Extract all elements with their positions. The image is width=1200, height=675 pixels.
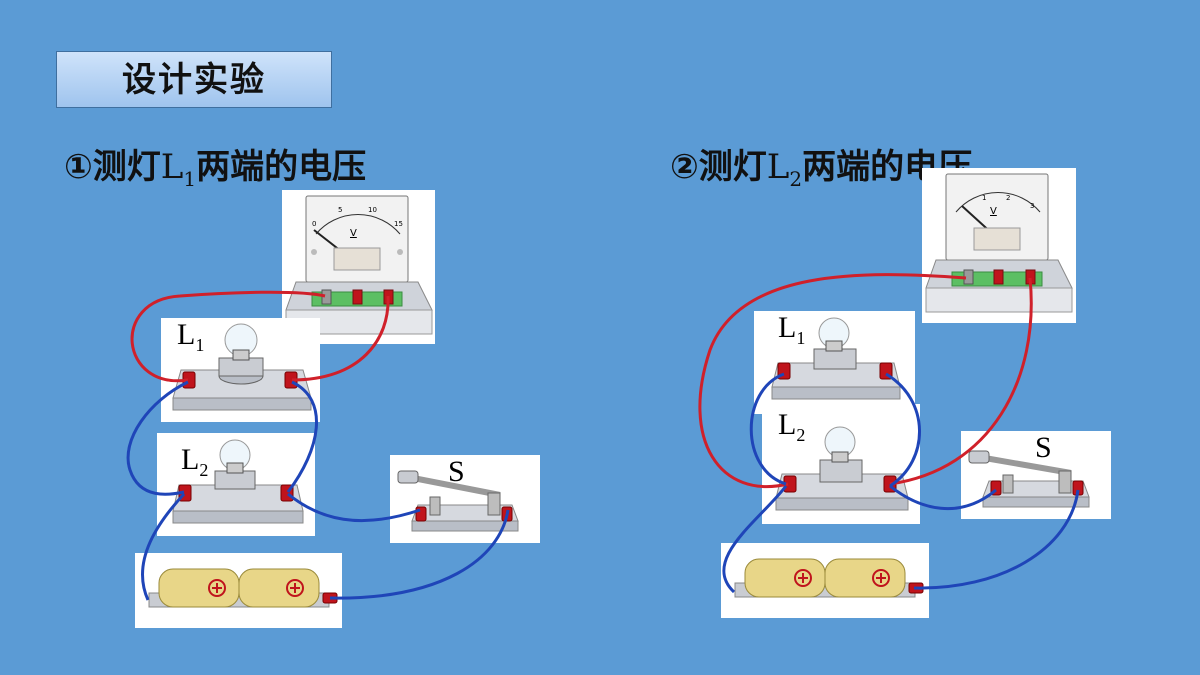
left-battery (135, 553, 342, 628)
right-switch: S (961, 431, 1111, 519)
section-title: 设计实验 (56, 51, 332, 108)
left-heading-sub: 1 (183, 166, 197, 191)
bulb-icon (771, 317, 901, 400)
scale-top-0: 0 (312, 220, 317, 228)
left-lamp-l2: L2 (157, 433, 315, 536)
scale-bottom-2: 2 (1006, 194, 1011, 202)
bulb-icon (775, 426, 909, 511)
left-switch: S (390, 455, 540, 543)
voltmeter-icon (925, 173, 1073, 313)
right-battery (721, 543, 929, 618)
lamp1-label-right: L1 (778, 311, 806, 348)
right-lamp-l2: L2 (762, 404, 920, 524)
left-heading-prefix: ①测灯 (64, 147, 161, 187)
lamp2-label: L2 (181, 443, 209, 480)
switch-label: S (448, 455, 465, 488)
switch-label-right: S (1035, 431, 1052, 464)
switch-icon (397, 470, 519, 532)
battery-icon (734, 558, 924, 598)
switch-icon (968, 450, 1090, 508)
lamp2-label-right: L2 (778, 408, 806, 445)
right-heading-prefix: ②测灯 (670, 147, 767, 187)
left-heading-suffix: 两端的电压 (196, 147, 367, 187)
scale-bottom-1: 1 (982, 194, 987, 202)
right-heading: ②测灯L2两端的电压 (670, 139, 972, 191)
left-heading: ①测灯L1两端的电压 (64, 139, 366, 191)
lamp2-letter-right: L (778, 408, 797, 441)
left-heading-lamp: L (160, 147, 184, 187)
lamp1-sub: 1 (195, 335, 205, 355)
bulb-icon (172, 439, 304, 524)
lamp1-sub-right: 1 (796, 328, 806, 348)
lamp1-letter-right: L (778, 311, 797, 344)
scale-top-5: 5 (338, 206, 343, 214)
voltmeter-unit-right: V (990, 206, 997, 217)
lamp2-letter: L (181, 443, 200, 476)
right-heading-lamp: L (766, 147, 790, 187)
bulb-icon (172, 323, 312, 411)
lamp2-sub: 2 (199, 460, 209, 480)
left-lamp-l1: L1 (161, 318, 320, 422)
lamp1-letter: L (177, 318, 196, 351)
left-wires (126, 290, 510, 601)
scale-top-10: 10 (368, 206, 377, 214)
right-heading-sub: 2 (789, 166, 803, 191)
right-lamp-l1: L1 (754, 311, 915, 414)
scale-bottom-3: 3 (1030, 202, 1035, 210)
right-voltmeter: V 1 2 3 (922, 168, 1076, 323)
lamp2-sub-right: 2 (796, 425, 806, 445)
battery-icon (148, 568, 338, 608)
scale-top-15: 15 (394, 220, 403, 228)
lamp1-label: L1 (177, 318, 205, 355)
voltmeter-unit: V (350, 228, 357, 239)
voltmeter-icon (285, 195, 433, 335)
